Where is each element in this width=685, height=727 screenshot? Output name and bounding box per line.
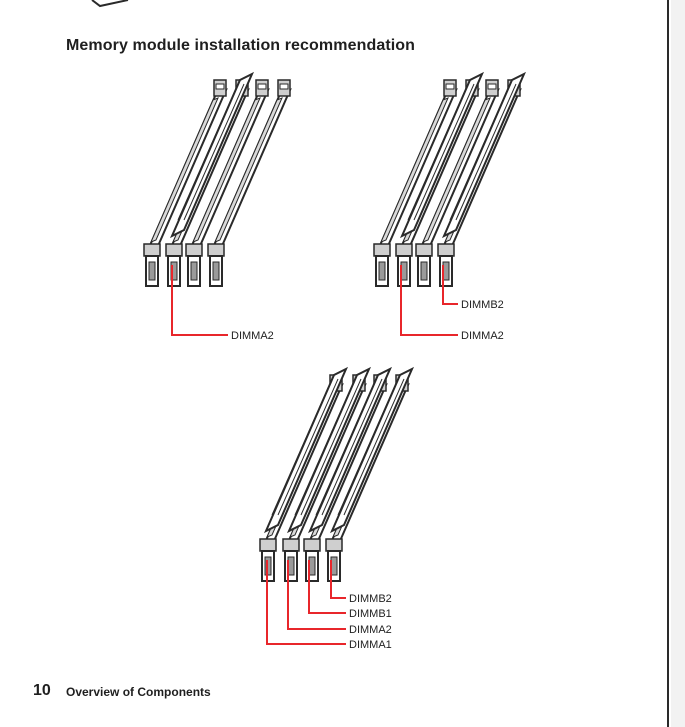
leader-line: [287, 560, 346, 630]
page-border: [667, 0, 669, 727]
cropped-graphic: [91, 0, 129, 8]
dimm-label: DIMMA2: [461, 330, 504, 342]
leader-line: [330, 560, 346, 599]
section-heading: Memory module installation recommendatio…: [66, 37, 416, 54]
leader-line: [308, 560, 346, 614]
dimm-label: DIMMA1: [349, 639, 392, 651]
leader-line: [400, 265, 458, 336]
dimm-label: DIMMB2: [349, 593, 392, 605]
leader-line: [266, 560, 346, 645]
page-number: 10: [33, 682, 51, 699]
footer-section-title: Overview of Components: [66, 685, 211, 699]
dimm-label: DIMMA2: [231, 330, 274, 342]
diagram-one-module: DIMMA2: [143, 73, 291, 342]
dimm-label: DIMMB2: [461, 299, 504, 311]
diagram-four-modules: DIMMB2 DIMMB1 DIMMA2 DIMMA1: [259, 368, 413, 651]
dimm-label: DIMMA2: [349, 624, 392, 636]
viewer-margin: [671, 0, 685, 727]
leader-line: [171, 265, 228, 336]
leader-line: [442, 265, 458, 305]
diagram-two-modules: DIMMB2 DIMMA2: [373, 73, 525, 342]
dimm-label: DIMMB1: [349, 608, 392, 620]
